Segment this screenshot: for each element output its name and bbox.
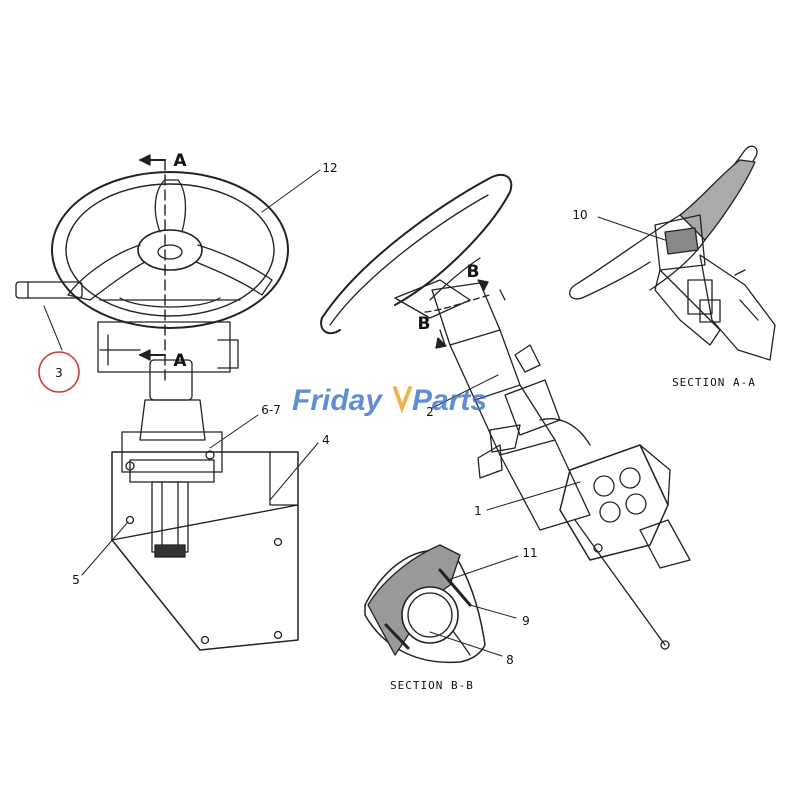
section-a-a-title: SECTION A-A [672,376,756,389]
highlight-ring [38,351,80,393]
callout-4: 4 [322,433,330,447]
watermark-part-2: Parts [412,384,487,417]
section-marker-b-top: B [467,262,480,282]
section-marker-b-bottom: B [418,314,431,334]
callout-5: 5 [72,573,80,587]
callout-3: 3 [55,366,63,380]
callout-9: 9 [522,614,530,628]
section-marker-a-bottom: A [173,351,187,371]
callout-6-7: 6-7 [261,403,281,417]
section-a-a-drawing [569,145,776,361]
callout-2: 2 [426,405,434,419]
section-marker-a-top: A [173,151,187,171]
section-b-b-drawing [364,544,486,664]
center-steering-column-assembly [320,173,691,650]
callout-10: 10 [572,208,587,222]
callout-8: 8 [506,653,514,667]
watermark-part-1: Friday [292,384,383,417]
leader-lines [43,169,666,657]
section-b-b-title: SECTION B-B [390,679,474,692]
left-steering-wheel-assembly [15,154,299,651]
watermark-check-icon [393,386,412,414]
watermark-logo: Friday Parts [292,384,487,417]
callout-12: 12 [322,161,337,175]
callout-1: 1 [474,504,482,518]
callout-11: 11 [522,546,537,560]
